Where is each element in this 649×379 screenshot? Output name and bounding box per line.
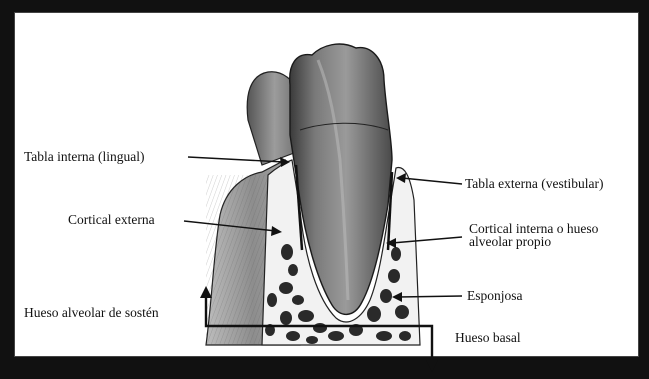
label-tabla-interna: Tabla interna (lingual) xyxy=(24,150,145,164)
label-cortical-externa: Cortical externa xyxy=(68,213,155,227)
label-hueso-basal: Hueso basal xyxy=(455,331,521,345)
label-hueso-alveolar-sosten: Hueso alveolar de sostén xyxy=(24,306,159,320)
label-cortical-interna: Cortical interna o hueso alveolar propio xyxy=(469,222,624,248)
label-esponjosa: Esponjosa xyxy=(467,289,523,303)
label-tabla-externa: Tabla externa (vestibular) xyxy=(465,177,604,191)
